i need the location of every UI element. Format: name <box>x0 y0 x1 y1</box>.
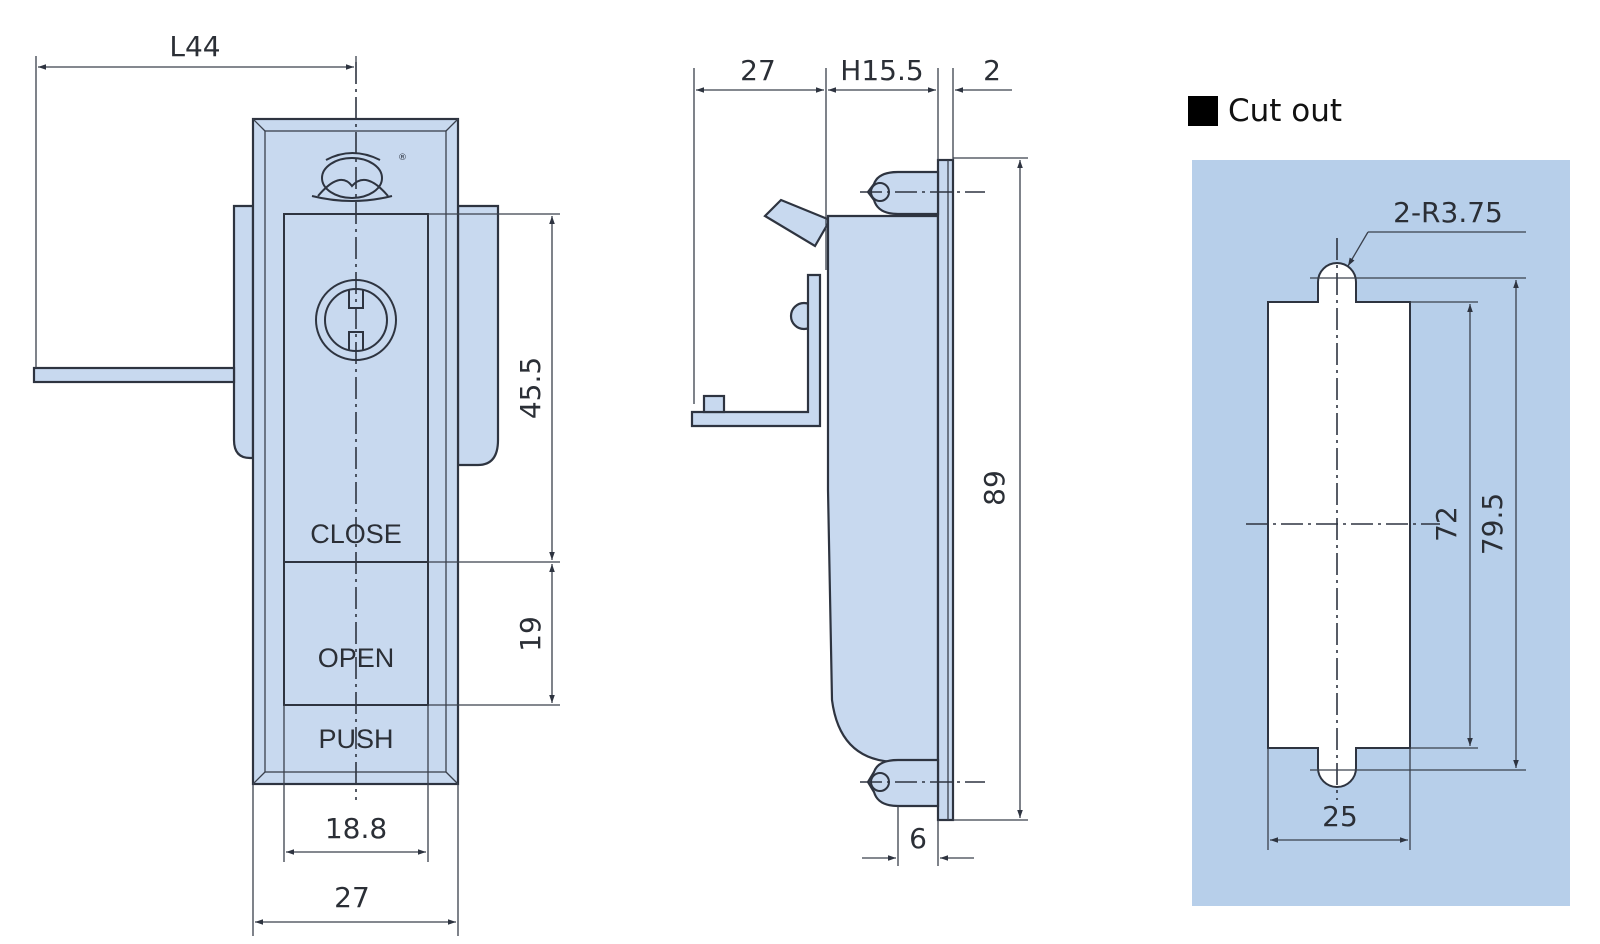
front-view: ® CLOSE OPEN PUSH L44 45.5 19 18. <box>32 30 560 936</box>
front-right-lug <box>456 204 500 467</box>
top-screw-icon <box>866 170 940 216</box>
label-close: CLOSE <box>310 519 402 549</box>
side-view: 27 H15.5 2 89 6 <box>690 54 1028 866</box>
dim-79-5: 79.5 <box>1476 493 1509 555</box>
front-left-lug <box>232 204 255 460</box>
bottom-screw-icon <box>866 758 940 808</box>
dim-18-8: 18.8 <box>325 812 387 845</box>
dim-l44: L44 <box>169 30 220 63</box>
side-bracket <box>690 273 822 428</box>
side-flange <box>936 158 955 822</box>
svg-text:®: ® <box>398 153 407 163</box>
dim-25: 25 <box>1322 800 1358 833</box>
dim-2: 2 <box>983 54 1001 87</box>
cut-out-section: Cut out 2-R3.75 72 79.5 25 <box>1188 93 1570 906</box>
cut-out-title-square <box>1188 96 1218 126</box>
dim-19: 19 <box>514 616 547 652</box>
dim-45-5: 45.5 <box>514 357 547 419</box>
dim-89: 89 <box>978 470 1011 506</box>
dim-27-side: 27 <box>740 54 776 87</box>
dim-27-front: 27 <box>334 881 370 914</box>
side-body <box>826 214 940 764</box>
brand-logo: ® <box>311 152 407 202</box>
dim-6: 6 <box>909 822 927 855</box>
dim-72: 72 <box>1430 506 1463 542</box>
label-push: PUSH <box>318 724 393 754</box>
dim-2-r3-75: 2-R3.75 <box>1393 196 1503 229</box>
label-open: OPEN <box>318 643 395 673</box>
front-rod <box>32 366 236 384</box>
cut-out-hole <box>1267 262 1411 788</box>
cut-out-title: Cut out <box>1228 93 1342 129</box>
dim-h15-5: H15.5 <box>840 54 923 87</box>
